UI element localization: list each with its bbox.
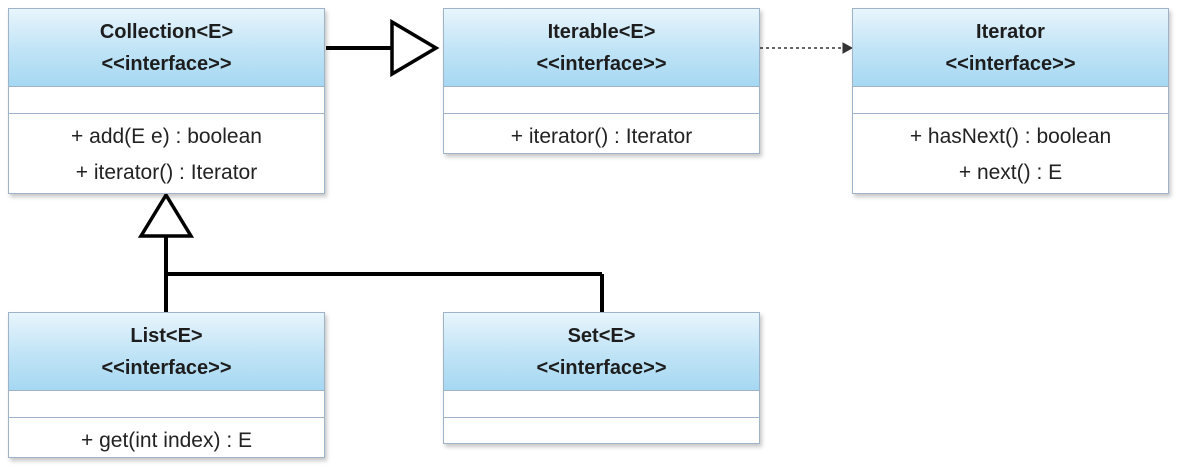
set-stereotype: <<interface>>	[536, 356, 667, 379]
collection-name: Collection<E>	[99, 20, 234, 43]
iterable-methods-section: + iterator() : Iterator	[444, 114, 759, 155]
collection-stereotype: <<interface>>	[101, 52, 232, 75]
iterable-interface-box: Iterable<E> <<interface>> + iterator() :…	[443, 8, 760, 154]
iterable-header: Iterable<E> <<interface>>	[444, 9, 759, 87]
collection-attributes-section	[9, 87, 324, 114]
set-header: Set<E> <<interface>>	[444, 313, 759, 391]
list-methods-section: + get(int index) : E	[9, 418, 324, 459]
collection-interface-box: Collection<E> <<interface>> + add(E e) :…	[8, 8, 325, 194]
iterator-method-hasnext: + hasNext() : boolean	[909, 125, 1112, 148]
list-interface-box: List<E> <<interface>> + get(int index) :…	[8, 312, 325, 458]
collection-methods-section: + add(E e) : boolean + iterator() : Iter…	[9, 114, 324, 191]
iterable-attributes-section	[444, 87, 759, 114]
set-name: Set<E>	[567, 324, 636, 347]
list-header: List<E> <<interface>>	[9, 313, 324, 391]
set-methods-section	[444, 418, 759, 423]
iterator-method-next: + next() : E	[958, 161, 1063, 184]
list-name: List<E>	[130, 324, 203, 347]
iterator-attributes-section	[853, 87, 1168, 114]
set-interface-box: Set<E> <<interface>>	[443, 312, 760, 444]
iterable-method-iterator: + iterator() : Iterator	[510, 125, 693, 148]
iterator-name: Iterator	[976, 20, 1045, 43]
list-method-get: + get(int index) : E	[80, 429, 252, 452]
iterator-header: Iterator <<interface>>	[853, 9, 1168, 87]
collection-header: Collection<E> <<interface>>	[9, 9, 324, 87]
generalization-arrowhead-iterable	[390, 18, 440, 78]
collection-method-iterator: + iterator() : Iterator	[75, 161, 258, 184]
set-attributes-section	[444, 391, 759, 418]
iterator-methods-section: + hasNext() : boolean + next() : E	[853, 114, 1168, 191]
iterator-stereotype: <<interface>>	[945, 52, 1076, 75]
iterator-interface-box: Iterator <<interface>> + hasNext() : boo…	[852, 8, 1169, 194]
generalization-arrowhead-collection	[137, 191, 195, 238]
collection-method-add: + add(E e) : boolean	[71, 125, 262, 148]
dependency-arrowhead-iterator	[842, 42, 854, 54]
iterable-stereotype: <<interface>>	[536, 52, 667, 75]
list-stereotype: <<interface>>	[101, 356, 232, 379]
list-attributes-section	[9, 391, 324, 418]
iterable-name: Iterable<E>	[547, 20, 656, 43]
